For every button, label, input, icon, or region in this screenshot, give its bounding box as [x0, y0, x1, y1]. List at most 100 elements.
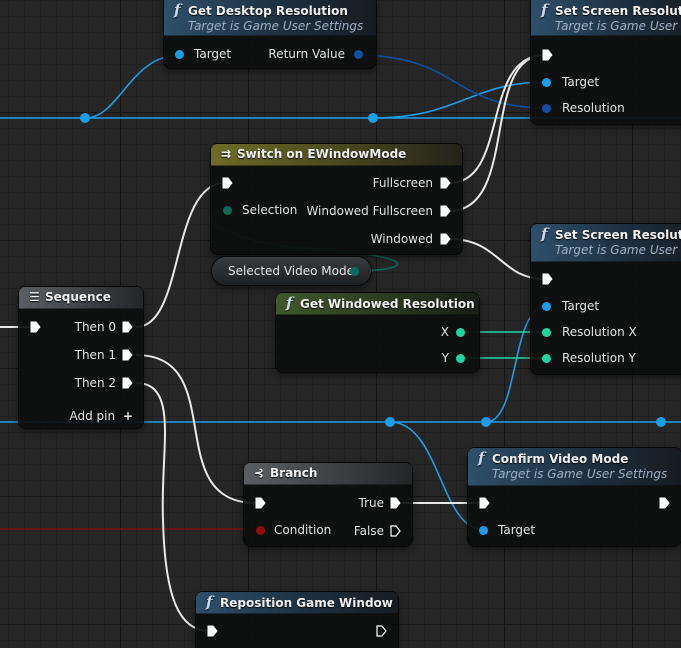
exec-in-pin[interactable]	[542, 273, 553, 285]
reposition-game-window-node[interactable]: f Reposition Game Window	[196, 592, 398, 648]
target-pin[interactable]	[479, 526, 488, 535]
return-value-pin[interactable]	[354, 50, 363, 59]
target-pin[interactable]	[175, 50, 184, 59]
target-pin-label: Target	[498, 523, 536, 537]
wire-then1-to-branch	[135, 354, 257, 504]
then-2-label: Then 2	[74, 376, 116, 390]
exec-in-pin[interactable]	[479, 497, 490, 509]
resolution-y-label: Resolution Y	[562, 351, 636, 365]
reroute-knot[interactable]	[481, 417, 491, 427]
function-f-icon: f	[174, 1, 181, 19]
selected-video-mode-output-pin[interactable]	[350, 267, 359, 276]
wire-then0-to-switch	[135, 182, 226, 328]
target-pin[interactable]	[542, 302, 551, 311]
node-subtitle: Target is Game User Settings	[188, 19, 364, 33]
function-f-icon: f	[541, 1, 548, 19]
resolution-x-pin[interactable]	[542, 328, 551, 337]
node-subtitle: Target is Game User Settings	[555, 19, 681, 33]
then-1-label: Then 1	[74, 348, 116, 362]
resolution-pin-label: Resolution	[562, 101, 625, 115]
true-exec-pin[interactable]	[390, 497, 401, 509]
then-0-exec-pin[interactable]	[122, 321, 133, 333]
then-1-exec-pin[interactable]	[122, 349, 133, 361]
wire-return-to-resolution	[355, 54, 548, 109]
selection-pin[interactable]	[223, 206, 232, 215]
then-2-exec-pin[interactable]	[122, 377, 133, 389]
return-value-label: Return Value	[268, 47, 345, 61]
resolution-pin[interactable]	[542, 104, 551, 113]
branch-node[interactable]: ⊰Branch Condition True False	[244, 463, 412, 546]
reroute-knot[interactable]	[80, 113, 90, 123]
switch-on-ewindowmode-node[interactable]: ⇉Switch on EWindowMode Selection Fullscr…	[211, 144, 462, 254]
node-title: Reposition Game Window	[220, 596, 393, 610]
then-0-label: Then 0	[74, 320, 116, 334]
function-f-icon: f	[206, 593, 213, 611]
wire-windowedfull-to-setres1	[448, 54, 546, 212]
add-pin-label: Add pin	[69, 409, 116, 423]
node-header: f Reposition Game Window	[196, 592, 398, 614]
node-subtitle: Target is Game User Settings	[555, 243, 681, 257]
target-pin-label: Target	[194, 47, 232, 61]
variable-label: Selected Video Mode	[228, 264, 354, 278]
reroute-knot[interactable]	[368, 113, 378, 123]
false-exec-pin[interactable]	[390, 525, 401, 537]
false-pin-label: False	[353, 524, 384, 538]
switch-icon: ⇉	[221, 147, 232, 161]
reroute-knot[interactable]	[385, 417, 395, 427]
sequence-node[interactable]: ☰ Sequence Then 0 Then 1 Then 2 Add pin +	[19, 287, 143, 428]
get-windowed-resolution-node[interactable]: f Get Windowed Resolution X Y	[276, 293, 479, 372]
wire-fullscreen-to-setres1	[448, 54, 546, 184]
node-header: ☰ Sequence	[19, 287, 143, 309]
node-title: Get Desktop Resolution	[188, 4, 348, 18]
exec-in-pin[interactable]	[542, 49, 553, 61]
node-title: Branch	[270, 466, 318, 480]
y-pin-label: Y	[441, 351, 449, 365]
target-pin-label: Target	[562, 75, 600, 89]
fullscreen-exec-pin[interactable]	[440, 177, 451, 189]
condition-pin[interactable]	[256, 526, 265, 535]
x-output-pin[interactable]	[456, 328, 465, 337]
resolution-x-label: Resolution X	[562, 325, 637, 339]
selected-video-mode-variable-node[interactable]: Selected Video Mode	[212, 257, 371, 285]
plus-icon: +	[122, 409, 133, 423]
windowed-fullscreen-exec-pin[interactable]	[440, 205, 451, 217]
resolution-y-pin[interactable]	[542, 354, 551, 363]
exec-in-pin[interactable]	[30, 321, 41, 333]
node-title: Sequence	[45, 290, 111, 304]
get-desktop-resolution-node[interactable]: f Get Desktop Resolution Target is Game U…	[164, 0, 376, 68]
wire-to-setres1-target	[372, 81, 548, 119]
selection-pin-label: Selection	[242, 203, 298, 217]
reroute-knot[interactable]	[656, 417, 666, 427]
node-header: f Get Desktop Resolution Target is Game U…	[164, 0, 376, 36]
node-title: Get Windowed Resolution	[300, 297, 475, 311]
node-title: Switch on EWindowMode	[237, 147, 407, 161]
exec-in-pin[interactable]	[207, 625, 218, 637]
function-f-icon: f	[286, 294, 293, 312]
windowed-exec-pin[interactable]	[440, 233, 451, 245]
exec-out-pin[interactable]	[659, 497, 670, 509]
function-f-icon: f	[478, 449, 485, 467]
windowed-fullscreen-pin-label: Windowed Fullscreen	[306, 204, 433, 218]
exec-in-pin[interactable]	[222, 177, 233, 189]
node-header: f Get Windowed Resolution	[276, 293, 479, 315]
exec-out-pin[interactable]	[376, 625, 387, 637]
add-pin-button[interactable]: Add pin +	[70, 409, 134, 423]
condition-pin-label: Condition	[274, 523, 332, 537]
target-pin-label: Target	[562, 299, 600, 313]
node-subtitle: Target is Game User Settings	[492, 467, 668, 481]
x-pin-label: X	[440, 325, 449, 339]
windowed-pin-label: Windowed	[370, 232, 433, 246]
target-pin[interactable]	[542, 78, 551, 87]
branch-icon: ⊰	[254, 466, 265, 480]
y-output-pin[interactable]	[456, 354, 465, 363]
sequence-icon: ☰	[29, 290, 40, 304]
node-header: ⇉ Switch on EWindowMode	[211, 144, 462, 166]
exec-in-pin[interactable]	[255, 497, 266, 509]
